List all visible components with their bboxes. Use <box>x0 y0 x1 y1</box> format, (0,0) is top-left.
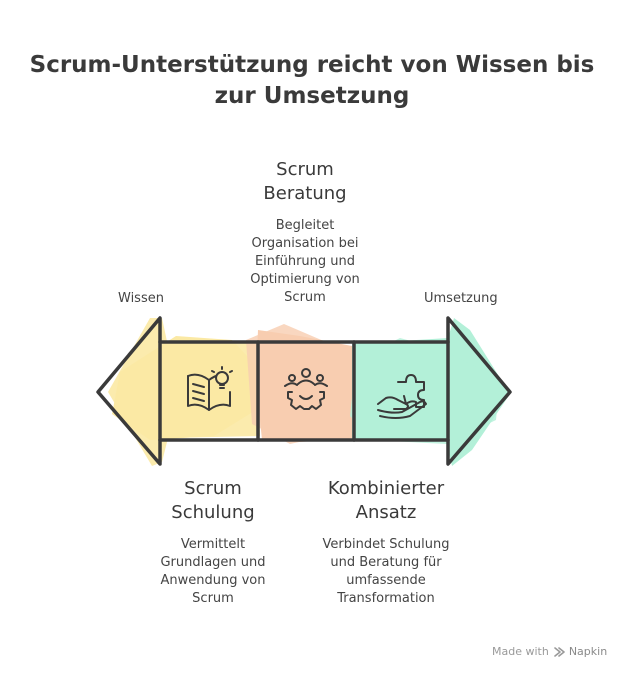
ansatz-heading: Kombinierter Ansatz <box>302 477 470 525</box>
beratung-heading-line-2: Beratung <box>263 183 347 204</box>
schulung-desc-line: Scrum <box>192 591 234 606</box>
schulung-description: Vermittelt Grundlagen und Anwendung von … <box>138 536 288 608</box>
ansatz-desc-line: und Beratung für <box>330 555 442 570</box>
schulung-heading: Scrum Schulung <box>138 477 288 525</box>
ansatz-description: Verbindet Schulung und Beratung für umfa… <box>298 536 474 608</box>
schulung-desc-line: Anwendung von <box>160 573 266 588</box>
made-with-napkin-footer[interactable]: Made with Napkin <box>492 645 607 658</box>
beratung-desc-line: Scrum <box>284 290 326 305</box>
schulung-fill <box>108 318 262 466</box>
beratung-desc-line: Optimierung von <box>250 272 360 287</box>
title-line-2: zur Umsetzung <box>214 83 410 109</box>
umsetzung-label: Umsetzung <box>424 291 498 306</box>
schulung-desc-line: Grundlagen und <box>160 555 266 570</box>
hand-puzzle-icon <box>377 374 427 419</box>
napkin-brand-text: Napkin <box>568 645 608 658</box>
napkin-logo-icon <box>554 646 565 657</box>
beratung-heading-line-1: Scrum <box>276 159 334 180</box>
team-gear-icon <box>284 368 328 410</box>
title-line-1: Scrum-Unterstützung reicht von Wissen bi… <box>29 52 595 78</box>
ansatz-desc-line: Transformation <box>337 591 435 606</box>
wissen-label: Wissen <box>118 291 164 306</box>
ansatz-heading-line-2: Ansatz <box>355 502 417 523</box>
beratung-desc-line: Einführung und <box>254 254 356 269</box>
schulung-heading-line-1: Scrum <box>184 478 242 499</box>
ansatz-desc-line: Verbindet Schulung <box>322 537 450 552</box>
beratung-heading: Scrum Beratung <box>230 158 380 206</box>
beratung-fill <box>246 324 360 444</box>
beratung-description: Begleitet Organisation bei Einführung un… <box>222 217 388 307</box>
diagram-title: Scrum-Unterstützung reicht von Wissen bi… <box>0 50 624 112</box>
schulung-heading-line-2: Schulung <box>171 502 255 523</box>
arrow-outline <box>96 316 512 466</box>
ansatz-heading-line-1: Kombinierter <box>327 478 445 499</box>
ansatz-fill <box>350 318 510 466</box>
book-lightbulb-icon <box>187 366 233 411</box>
beratung-desc-line: Organisation bei <box>251 236 359 251</box>
schulung-desc-line: Vermittelt <box>180 537 246 552</box>
ansatz-desc-line: umfassende <box>346 573 426 588</box>
made-with-text: Made with <box>492 645 549 658</box>
beratung-desc-line: Begleitet <box>275 218 335 233</box>
